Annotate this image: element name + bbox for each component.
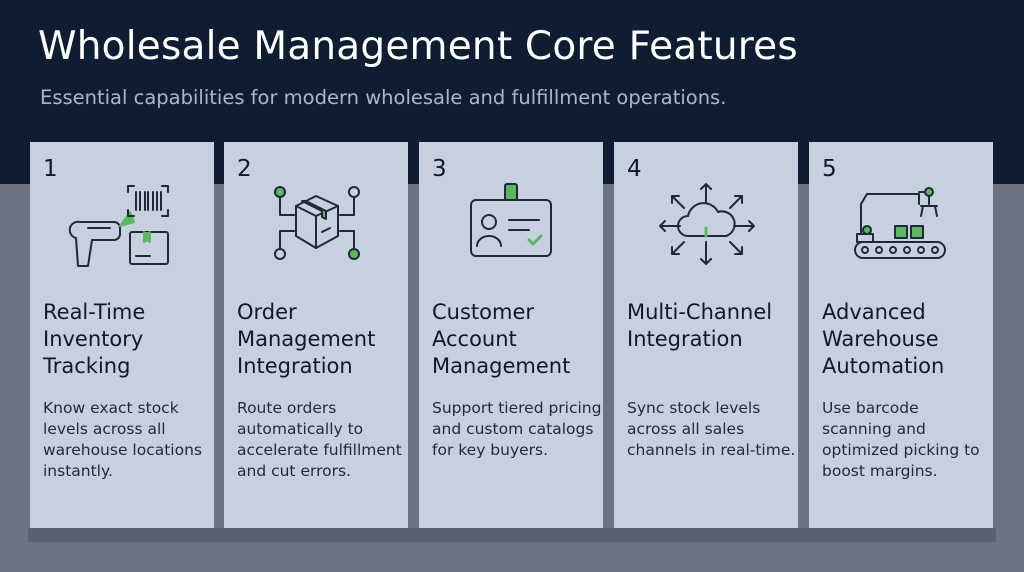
card-title: Customer Account Management bbox=[432, 300, 571, 378]
page-title: Wholesale Management Core Features bbox=[38, 24, 798, 69]
card-title: Advanced Warehouse Automation bbox=[822, 300, 945, 378]
card-title: Order Management Integration bbox=[237, 300, 376, 378]
feature-card-orders: 2 Order Management Integration Ro bbox=[224, 142, 408, 528]
card-description: Know exact stock levels across all wareh… bbox=[43, 399, 202, 480]
card-shadow-strip bbox=[28, 528, 996, 542]
feature-card-channels: 4 Multi-Channel Integration Sync stock l… bbox=[614, 142, 798, 528]
cloud-sync-icon bbox=[646, 176, 766, 272]
card-number: 4 bbox=[627, 156, 642, 182]
feature-cards: 1 Real-Time bbox=[30, 142, 994, 528]
page-subtitle: Essential capabilities for modern wholes… bbox=[40, 86, 727, 109]
package-routing-icon bbox=[256, 176, 376, 272]
card-title: Real-Time Inventory Tracking bbox=[43, 300, 146, 378]
card-description: Route orders automatically to accelerate… bbox=[237, 399, 402, 480]
card-number: 1 bbox=[43, 156, 58, 182]
id-badge-icon bbox=[451, 176, 571, 272]
card-description: Sync stock levels across all sales chann… bbox=[627, 399, 796, 459]
barcode-scanner-icon bbox=[62, 176, 182, 272]
card-title: Multi-Channel Integration bbox=[627, 300, 773, 351]
robotic-arm-conveyor-icon bbox=[841, 176, 961, 272]
feature-card-customers: 3 Customer Account Management Support ti… bbox=[419, 142, 603, 528]
card-number: 5 bbox=[822, 156, 837, 182]
feature-card-automation: 5 Advanced Warehouse Automat bbox=[809, 142, 993, 528]
card-number: 3 bbox=[432, 156, 447, 182]
card-description: Support tiered pricing and custom catalo… bbox=[432, 399, 602, 459]
feature-card-inventory: 1 Real-Time bbox=[30, 142, 214, 528]
card-number: 2 bbox=[237, 156, 252, 182]
card-description: Use barcode scanning and optimized picki… bbox=[822, 399, 980, 480]
